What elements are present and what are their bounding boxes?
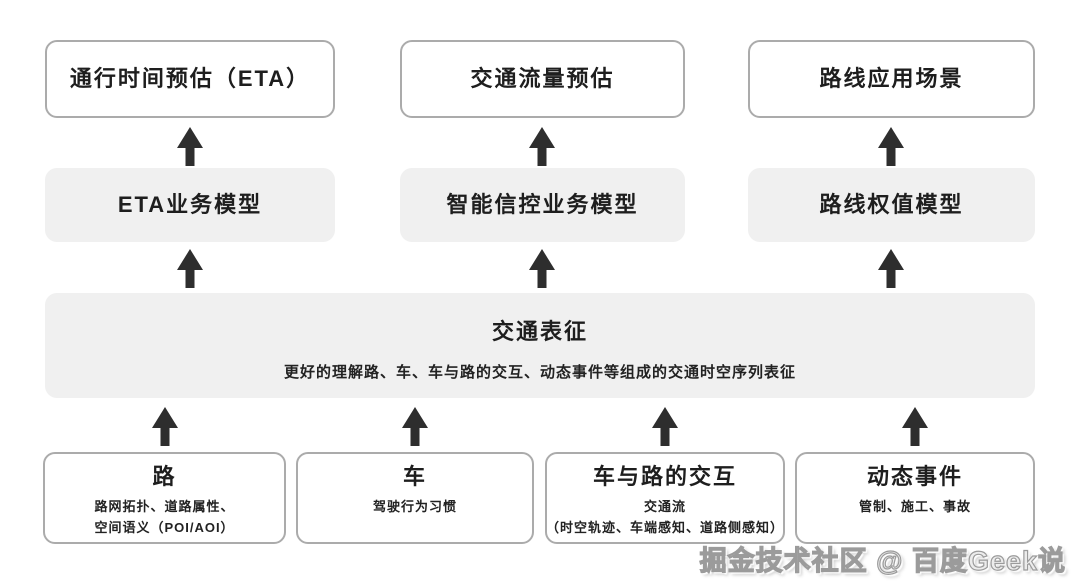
arrow-up-icon (527, 127, 557, 167)
source-box-dynamic-events: 动态事件 管制、施工、事故 (795, 452, 1035, 544)
arrow-up-icon (150, 407, 180, 447)
representation-title: 交通表征 (491, 319, 588, 344)
arrow-up-icon (876, 249, 906, 289)
source-box-vehicle-road-interaction-title: 车与路的交互 (592, 464, 737, 489)
arrow-up-icon (175, 249, 205, 289)
model-box-signal-control: 智能信控业务模型 (400, 168, 685, 242)
watermark-text: 掘金技术社区 @ 百度Geek说 (699, 545, 1066, 576)
model-box-eta-business: ETA业务模型 (45, 168, 335, 242)
arrow-up-icon (527, 249, 557, 289)
app-box-traffic-flow-prediction-label: 交通流量预估 (470, 65, 615, 91)
source-box-vehicle-road-interaction: 车与路的交互 交通流 （时空轨迹、车端感知、道路侧感知） (545, 452, 785, 544)
source-box-road-line: 路网拓扑、道路属性、 (94, 499, 235, 515)
source-box-vehicle-road-interaction-line: 交通流 (643, 499, 686, 515)
app-box-route-application: 路线应用场景 (748, 40, 1035, 118)
app-box-eta-prediction-label: 通行时间预估（ETA） (69, 65, 311, 91)
arrow-up-icon (650, 407, 680, 447)
arrow-up-icon (900, 407, 930, 447)
arrow-up-icon (175, 127, 205, 167)
source-box-road-line: 空间语义（POI/AOI） (94, 520, 235, 536)
source-box-vehicle: 车 驾驶行为习惯 (296, 452, 534, 544)
source-box-road-title: 路 (152, 464, 177, 489)
representation-box: 交通表征 更好的理解路、车、车与路的交互、动态事件等组成的交通时空序列表征 (45, 293, 1035, 398)
arrow-up-icon (876, 127, 906, 167)
app-box-traffic-flow-prediction: 交通流量预估 (400, 40, 685, 118)
source-box-vehicle-road-interaction-line: （时空轨迹、车端感知、道路侧感知） (546, 520, 785, 536)
arrow-up-icon (400, 407, 430, 447)
source-box-dynamic-events-title: 动态事件 (866, 464, 963, 489)
model-box-signal-control-label: 智能信控业务模型 (446, 191, 639, 217)
source-box-road: 路 路网拓扑、道路属性、 空间语义（POI/AOI） (43, 452, 286, 544)
model-box-eta-business-label: ETA业务模型 (117, 191, 263, 217)
model-box-route-weight-label: 路线权值模型 (819, 191, 964, 217)
model-box-route-weight: 路线权值模型 (748, 168, 1035, 242)
representation-subtitle: 更好的理解路、车、车与路的交互、动态事件等组成的交通时空序列表征 (283, 364, 796, 382)
source-box-vehicle-title: 车 (402, 464, 427, 489)
app-box-eta-prediction: 通行时间预估（ETA） (45, 40, 335, 118)
source-box-dynamic-events-line: 管制、施工、事故 (858, 499, 971, 515)
app-box-route-application-label: 路线应用场景 (819, 65, 964, 91)
source-box-vehicle-line: 驾驶行为习惯 (372, 499, 457, 515)
